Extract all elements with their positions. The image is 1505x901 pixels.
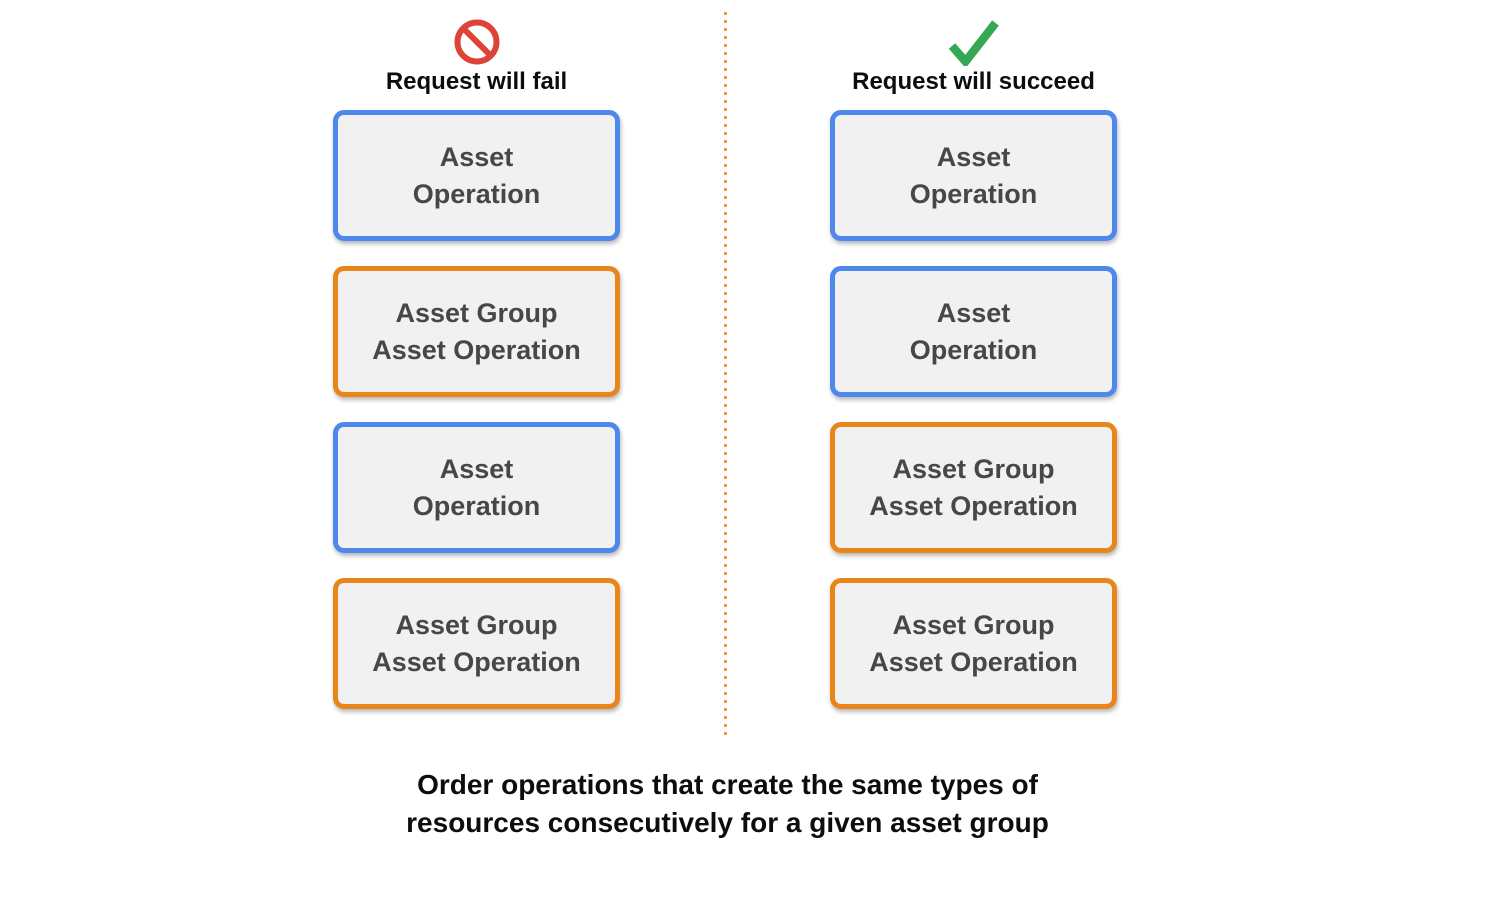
succeed-column-title: Request will succeed xyxy=(852,68,1095,95)
node-label-line: Operation xyxy=(412,490,541,521)
node-label-line: Asset Operation xyxy=(869,490,1078,521)
divider-dotted-line xyxy=(724,12,727,738)
node-label-line: Asset xyxy=(439,141,514,172)
node-box-asset-operation: Asset Operation xyxy=(333,422,620,553)
node-label-line: Asset Operation xyxy=(372,334,581,365)
fail-column-title: Request will fail xyxy=(385,68,568,95)
caption: Order operations that create the same ty… xyxy=(0,766,1455,842)
node-label-line: Asset xyxy=(439,453,514,484)
node-label-line: Asset Group xyxy=(892,609,1055,640)
succeed-boxes: Asset Operation Asset Operation Asset Gr… xyxy=(830,110,1117,734)
node-label-line: Asset xyxy=(936,297,1011,328)
node-label-line: Asset Group xyxy=(395,609,558,640)
node-box-asset-group-asset-operation: Asset Group Asset Operation xyxy=(830,422,1117,553)
node-label-line: Asset Operation xyxy=(869,646,1078,677)
caption-line-1: Order operations that create the same ty… xyxy=(417,769,1038,800)
succeed-column: Request will succeed Asset Operation Ass… xyxy=(830,0,1117,734)
prohibited-icon xyxy=(454,18,500,66)
node-box-asset-operation: Asset Operation xyxy=(830,266,1117,397)
node-box-asset-group-asset-operation: Asset Group Asset Operation xyxy=(830,578,1117,709)
node-label-line: Asset xyxy=(936,141,1011,172)
node-box-asset-operation: Asset Operation xyxy=(333,110,620,241)
node-label-line: Asset Group xyxy=(395,297,558,328)
node-box-asset-group-asset-operation: Asset Group Asset Operation xyxy=(333,578,620,709)
node-box-asset-operation: Asset Operation xyxy=(830,110,1117,241)
node-label-line: Operation xyxy=(412,178,541,209)
node-label-line: Asset Group xyxy=(892,453,1055,484)
caption-line-2: resources consecutively for a given asse… xyxy=(406,807,1049,838)
fail-column: Request will fail Asset Operation Asset … xyxy=(333,0,620,734)
fail-boxes: Asset Operation Asset Group Asset Operat… xyxy=(333,110,620,734)
node-label-line: Asset Operation xyxy=(372,646,581,677)
node-label-line: Operation xyxy=(909,178,1038,209)
node-label-line: Operation xyxy=(909,334,1038,365)
succeed-column-header: Request will succeed xyxy=(852,0,1095,96)
fail-column-header: Request will fail xyxy=(386,0,567,96)
checkmark-icon xyxy=(945,18,1001,66)
node-box-asset-group-asset-operation: Asset Group Asset Operation xyxy=(333,266,620,397)
